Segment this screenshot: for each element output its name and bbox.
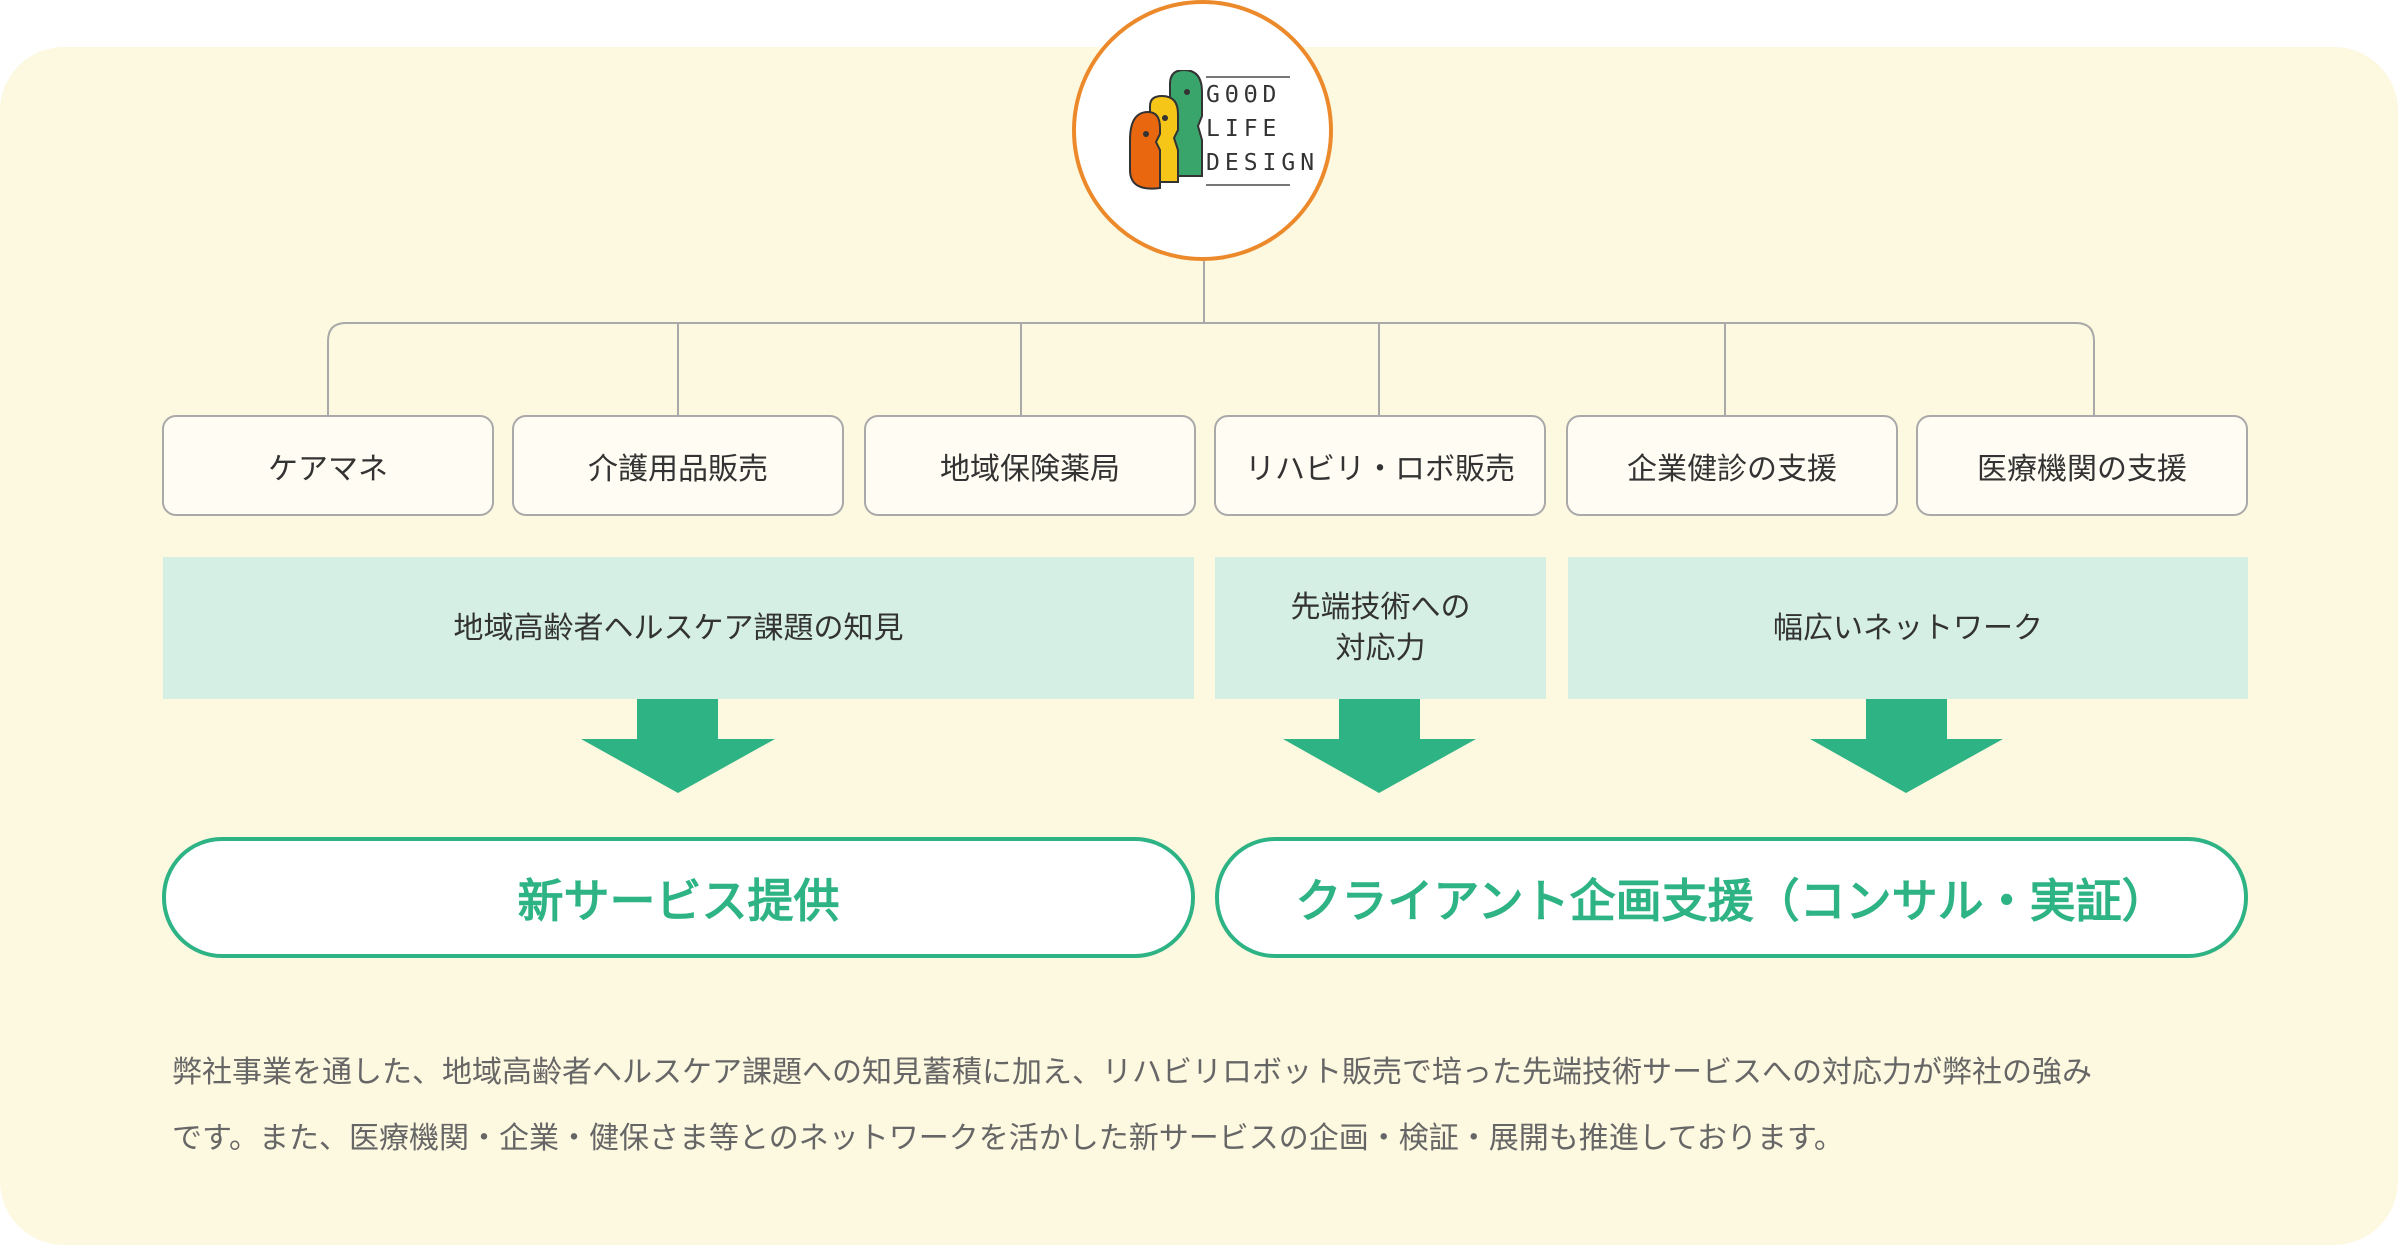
description-line-2: です。また、医療機関・企業・健保さま等とのネットワークを活かした新サービスの企画… [172,1121,1844,1156]
result-label: 新サービス提供 [517,873,840,928]
arrow-down-icon [1810,699,2003,793]
business-label: リハビリ・ロボ販売 [1245,451,1515,487]
business-box-medical-support: 医療機関の支援 [1916,415,2248,516]
faces-logo-icon [1129,70,1203,190]
arrow-down-icon [1283,699,1476,793]
result-label: クライアント企画支援（コンサル・実証） [1295,873,2168,928]
company-logo: GΘΘD LIFE DESIGN [1072,0,1333,261]
business-box-care-goods: 介護用品販売 [512,415,844,516]
arrow-down-icon [581,699,775,793]
business-label: ケアマネ [268,451,388,487]
logo-line-2: LIFE [1206,116,1282,142]
business-label: 介護用品販売 [588,451,768,487]
business-box-pharmacy: 地域保険薬局 [864,415,1196,516]
result-client-support: クライアント企画支援（コンサル・実証） [1215,837,2248,958]
logo-line-3: DESIGN [1206,150,1320,176]
strength-label: 幅広いネットワーク [1773,610,2043,646]
strength-label: 先端技術への [1290,590,1471,625]
strength-band-network: 幅広いネットワーク [1568,557,2248,699]
business-box-care-manager: ケアマネ [162,415,494,516]
strength-band-technology: 先端技術への 対応力 [1215,557,1546,699]
description-text: 弊社事業を通した、地域高齢者ヘルスケア課題への知見蓄積に加え、リハビリロボット販… [172,1040,2242,1172]
strength-label: 対応力 [1335,631,1426,666]
logo-wordmark: GΘΘD LIFE DESIGN [1206,78,1314,180]
branch-line [327,322,2095,415]
business-box-corporate-checkup: 企業健診の支援 [1566,415,1898,516]
description-line-1: 弊社事業を通した、地域高齢者ヘルスケア課題への知見蓄積に加え、リハビリロボット販… [172,1055,2092,1090]
logo-line-1: GΘΘD [1206,82,1282,108]
business-label: 医療機関の支援 [1977,451,2187,487]
business-label: 企業健診の支援 [1627,451,1837,487]
business-label: 地域保険薬局 [940,451,1120,487]
strength-label: 地域高齢者ヘルスケア課題の知見 [453,610,904,646]
strength-band-knowledge: 地域高齢者ヘルスケア課題の知見 [163,557,1194,699]
result-new-service: 新サービス提供 [162,837,1195,958]
business-box-rehab-robot: リハビリ・ロボ販売 [1214,415,1546,516]
